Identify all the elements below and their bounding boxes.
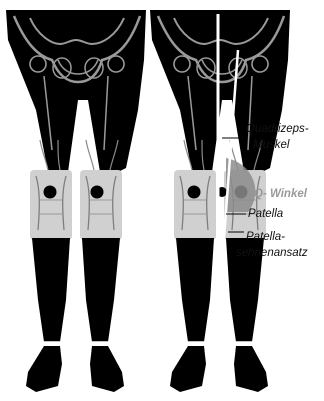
label-patella: Patella bbox=[248, 208, 283, 220]
right-figure bbox=[150, 10, 290, 392]
label-tendon-2: sehnenansatz bbox=[236, 247, 308, 259]
label-q-angle: Q- Winkel bbox=[254, 188, 308, 200]
label-quadriceps-1: Quadrizeps- bbox=[246, 123, 309, 135]
label-tendon-1: Patella- bbox=[246, 231, 285, 243]
left-figure bbox=[6, 10, 146, 392]
label-quadriceps-2: Muskel bbox=[253, 139, 290, 151]
